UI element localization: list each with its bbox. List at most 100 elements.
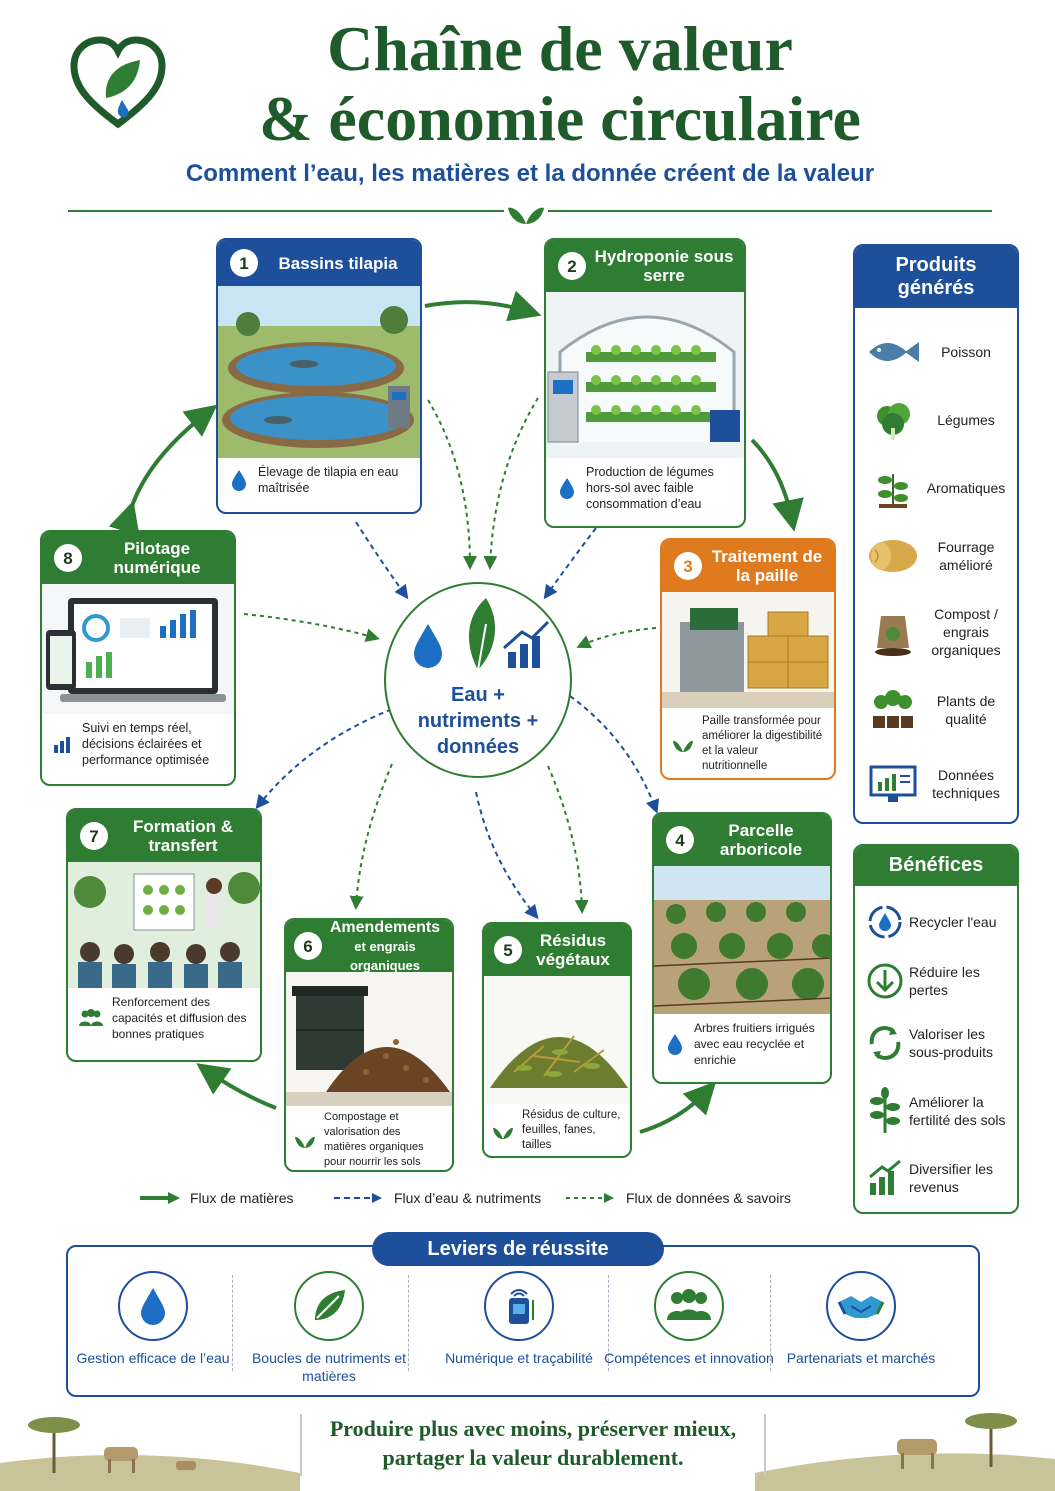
leaf-icon (492, 1120, 514, 1142)
benefits-title: Bénéfices (855, 846, 1017, 886)
footer-line-1: Produire plus avec moins, préserver mieu… (329, 1416, 737, 1441)
step-card-5[interactable]: 5 Résidus végétaux Résidus de culture, f… (482, 922, 632, 1158)
step-card-4[interactable]: 4 Parcelle arboricole Arbres fruitiers i… (652, 812, 832, 1084)
benefit-item: Valoriser les sous-produits (855, 1012, 1017, 1074)
benefit-label: Réduire les pertes (909, 964, 980, 998)
leaf-icon (672, 733, 694, 755)
step-title: Formation & transfert (132, 817, 234, 855)
lever-label: Gestion efficace de l’eau (76, 1350, 230, 1366)
step-description: Résidus de culture, feuilles, fanes, tai… (484, 1104, 630, 1156)
group-icon (654, 1271, 724, 1341)
title-line-1: Chaîne de valeur (327, 13, 793, 84)
step-description-text: Paille transformée pour améliorer la dig… (702, 715, 823, 772)
step-description: Suivi en temps réel, décisions éclairées… (42, 714, 234, 774)
water-drop-icon (664, 1033, 686, 1055)
growth-chart-icon (861, 1158, 909, 1198)
legend-water-label: Flux d’eau & nutriments (394, 1190, 542, 1206)
step-title: Parcelle arboricole (719, 821, 803, 859)
herb-icon (863, 464, 923, 512)
title-line-2: & économie circulaire (259, 83, 861, 154)
lettuce-icon (863, 396, 923, 444)
page-subtitle: Comment l’eau, les matières et la donnée… (185, 160, 875, 187)
center-line-1: Eau + (451, 684, 505, 706)
step-title-group: Amendements et engrais organiques (326, 920, 444, 975)
step-header: 5 Résidus végétaux (484, 924, 630, 976)
step-header: 1 Bassins tilapia (218, 240, 420, 286)
leaf-icon (294, 1271, 364, 1341)
page-title: Chaîne de valeur & économie circulaire (180, 14, 940, 154)
lever-item: Compétences et innovation (604, 1271, 774, 1367)
plant-residue-illustration (484, 976, 630, 1104)
step-header: 8 Pilotage numérique (42, 532, 234, 584)
benefit-label: Valoriser les sous-produits (909, 1026, 994, 1060)
levers-panel: Gestion efficace de l’eau Boucles de nut… (66, 1245, 980, 1397)
benefit-item: Recycler l'eau (855, 894, 1017, 950)
step-number: 4 (666, 826, 694, 854)
benefit-item: Améliorer la fertilité des sols (855, 1074, 1017, 1148)
compost-illustration (286, 972, 452, 1106)
step-title: Traitement de la paille (711, 547, 823, 585)
center-hub: Eau + nutriments + données (384, 582, 572, 778)
step-card-7[interactable]: 7 Formation & transfert Renforcement des… (66, 808, 262, 1062)
step-card-8[interactable]: 8 Pilotage numérique Suivi en temps réel… (40, 530, 236, 786)
step-description: Renforcement des capacités et diffusion … (68, 988, 260, 1048)
dashed-green-arrow-icon (566, 1193, 614, 1203)
step-number: 1 (230, 249, 258, 277)
center-label: Eau + nutriments + données (386, 682, 570, 760)
benefit-label: Améliorer la fertilité des sols (909, 1094, 1006, 1128)
step-header: 4 Parcelle arboricole (654, 814, 830, 866)
dashed-blue-arrow-icon (334, 1193, 382, 1203)
lever-divider (770, 1275, 771, 1371)
products-panel: Produits générés Poisson Légumes Aromati… (853, 244, 1019, 824)
lever-divider (408, 1275, 409, 1371)
product-item: Plants de qualité (855, 674, 1017, 746)
footer-tagline: Produire plus avec moins, préserver mieu… (300, 1414, 766, 1476)
benefits-panel: Bénéfices Recycler l'eau Réduire les per… (853, 844, 1019, 1214)
product-item: Aromatiques (855, 454, 1017, 522)
step-header: 6 Amendements et engrais organiques (286, 920, 452, 975)
product-item: Légumes (855, 386, 1017, 454)
fish-pond-illustration (218, 286, 420, 458)
levers-title: Leviers de réussite (372, 1232, 664, 1266)
legend-data: Flux de données & savoirs (566, 1190, 791, 1206)
step-description: Élevage de tilapia en eau maîtrisée (218, 458, 420, 502)
legend-materials-label: Flux de matières (190, 1190, 294, 1206)
step-number: 7 (80, 822, 108, 850)
recycle-icon (861, 1023, 909, 1063)
lever-divider (608, 1275, 609, 1371)
savanna-landscape-right (755, 1413, 1055, 1491)
legend-water: Flux d’eau & nutriments (334, 1190, 541, 1206)
product-item: Poisson (855, 318, 1017, 386)
product-label: Fourrage amélioré (937, 539, 995, 573)
step-number: 6 (294, 932, 322, 960)
step-description: Compostage et valorisation des matières … (286, 1106, 452, 1170)
step-description: Paille transformée pour améliorer la dig… (662, 708, 834, 778)
solid-arrow-icon (140, 1192, 180, 1204)
step-description-text: Renforcement des capacités et diffusion … (112, 995, 247, 1041)
step-card-3[interactable]: 3 Traitement de la paille Paille transfo… (660, 538, 836, 780)
step-title: Hydroponie sous serre (594, 247, 734, 285)
straw-machine-illustration (662, 592, 834, 708)
step-card-6[interactable]: 6 Amendements et engrais organiques Comp… (284, 918, 454, 1172)
arrow-down-circle-icon (861, 961, 909, 1001)
leaf-icon (294, 1129, 316, 1151)
step-description: Production de légumes hors-sol avec faib… (546, 458, 744, 518)
benefit-item: Réduire les pertes (855, 950, 1017, 1012)
step-header: 3 Traitement de la paille (662, 540, 834, 592)
step-card-1[interactable]: 1 Bassins tilapia Élevage de tilapia en … (216, 238, 422, 514)
greenhouse-illustration (546, 292, 744, 458)
sprout-icon (504, 196, 548, 226)
product-label: Aromatiques (926, 480, 1006, 496)
benefit-label: Recycler l'eau (909, 914, 997, 930)
hay-bale-icon (863, 532, 923, 580)
legend-materials: Flux de matières (140, 1190, 293, 1206)
footer-line-2: partager la valeur durablement. (382, 1445, 684, 1470)
step-description: Arbres fruitiers irrigués avec eau recyc… (654, 1014, 830, 1074)
flow-legend: Flux de matières Flux d’eau & nutriments… (140, 1190, 840, 1216)
lever-item: Numérique et traçabilité (434, 1271, 604, 1367)
step-number: 2 (558, 252, 586, 280)
lever-label: Compétences et innovation (604, 1350, 774, 1366)
step-title-sub: et engrais organiques (349, 938, 421, 973)
product-label: Plants de qualité (936, 693, 996, 727)
step-card-2[interactable]: 2 Hydroponie sous serre Production de lé… (544, 238, 746, 528)
